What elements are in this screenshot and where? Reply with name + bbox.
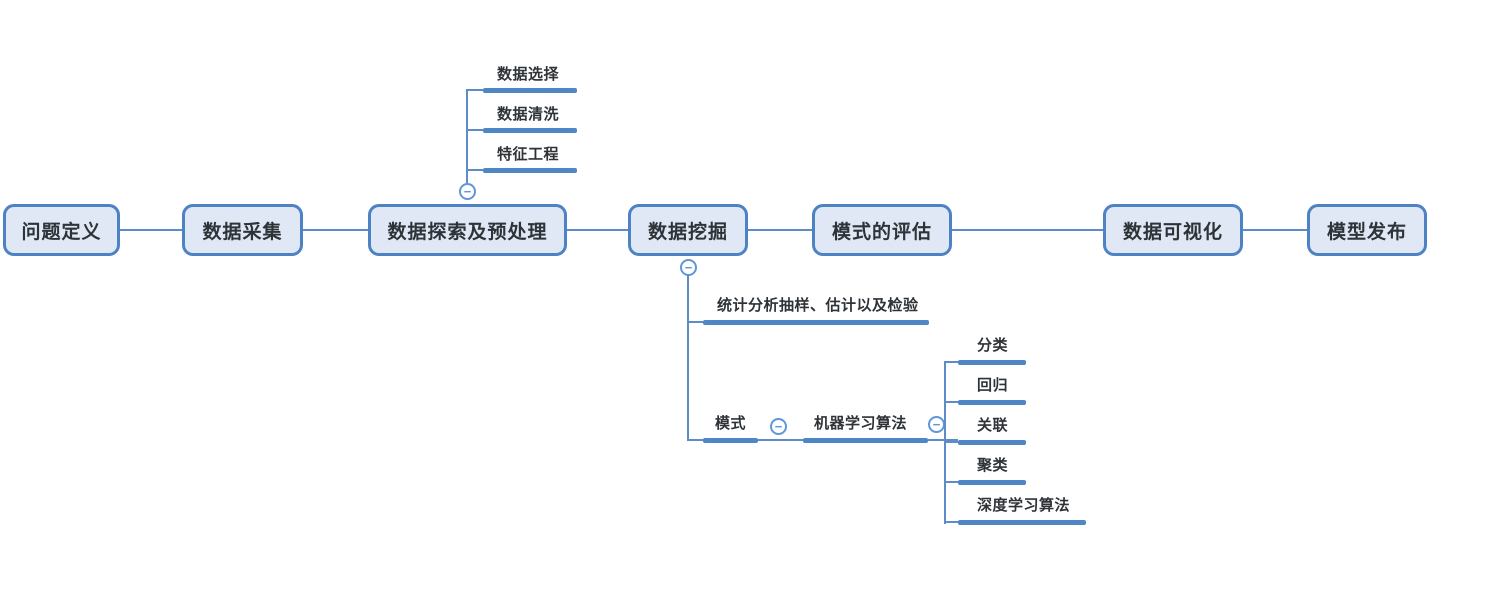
node-statistical-analysis[interactable]: 统计分析抽样、估计以及检验 bbox=[717, 297, 919, 314]
node-data-mining[interactable]: 数据挖掘 bbox=[628, 204, 748, 256]
underline-association bbox=[958, 440, 1026, 445]
collapse-icon-pattern[interactable]: − bbox=[770, 418, 787, 435]
node-regression[interactable]: 回归 bbox=[977, 377, 1009, 394]
node-model-release[interactable]: 模型发布 bbox=[1307, 204, 1427, 256]
underline-classification bbox=[958, 360, 1026, 365]
connector-explore-trunk bbox=[466, 89, 468, 183]
connector-main-3 bbox=[567, 229, 628, 231]
underline-ml-algorithms bbox=[803, 438, 928, 443]
node-pattern[interactable]: 模式 bbox=[715, 415, 747, 432]
node-data-exploration-preprocessing[interactable]: 数据探索及预处理 bbox=[368, 204, 567, 256]
node-data-selection[interactable]: 数据选择 bbox=[497, 66, 560, 83]
node-clustering[interactable]: 聚类 bbox=[977, 457, 1009, 474]
connector-main-2 bbox=[303, 229, 368, 231]
node-pattern-evaluation[interactable]: 模式的评估 bbox=[812, 204, 952, 256]
node-deep-learning-algorithms[interactable]: 深度学习算法 bbox=[977, 497, 1071, 514]
connector-pattern-ml bbox=[758, 439, 803, 441]
underline-pattern bbox=[703, 438, 758, 443]
connector-mining-trunk bbox=[687, 275, 689, 441]
connector-association bbox=[944, 441, 958, 443]
collapse-icon-ml[interactable]: − bbox=[928, 416, 945, 433]
connector-clustering bbox=[944, 481, 958, 483]
connector-explore-child-2 bbox=[466, 129, 483, 131]
connector-classification bbox=[944, 361, 958, 363]
node-data-collection[interactable]: 数据采集 bbox=[182, 204, 303, 256]
node-data-cleaning[interactable]: 数据清洗 bbox=[497, 106, 560, 123]
underline-statistics bbox=[703, 320, 929, 325]
connector-main-4 bbox=[748, 229, 812, 231]
connector-explore-child-3 bbox=[466, 169, 483, 171]
connector-main-5 bbox=[952, 229, 1103, 231]
connector-deep-learning bbox=[944, 521, 958, 523]
node-problem-definition[interactable]: 问题定义 bbox=[3, 204, 120, 256]
connector-main-1 bbox=[120, 229, 182, 231]
underline-feature-engineering bbox=[483, 168, 577, 173]
connector-explore-child-1 bbox=[466, 89, 483, 91]
underline-deep-learning bbox=[958, 520, 1086, 525]
collapse-icon-explore[interactable]: − bbox=[459, 183, 476, 200]
node-data-visualization[interactable]: 数据可视化 bbox=[1103, 204, 1243, 256]
underline-regression bbox=[958, 400, 1026, 405]
connector-regression bbox=[944, 401, 958, 403]
node-ml-algorithms[interactable]: 机器学习算法 bbox=[814, 415, 908, 432]
connector-main-6 bbox=[1243, 229, 1307, 231]
node-association[interactable]: 关联 bbox=[977, 417, 1009, 434]
underline-data-cleaning bbox=[483, 128, 577, 133]
underline-data-selection bbox=[483, 88, 577, 93]
connector-ml-children bbox=[928, 439, 958, 441]
collapse-icon-mining[interactable]: − bbox=[680, 259, 697, 276]
node-feature-engineering[interactable]: 特征工程 bbox=[497, 146, 560, 163]
connector-pattern bbox=[687, 439, 703, 441]
connector-statistics bbox=[687, 321, 703, 323]
underline-clustering bbox=[958, 480, 1026, 485]
node-classification[interactable]: 分类 bbox=[977, 337, 1009, 354]
